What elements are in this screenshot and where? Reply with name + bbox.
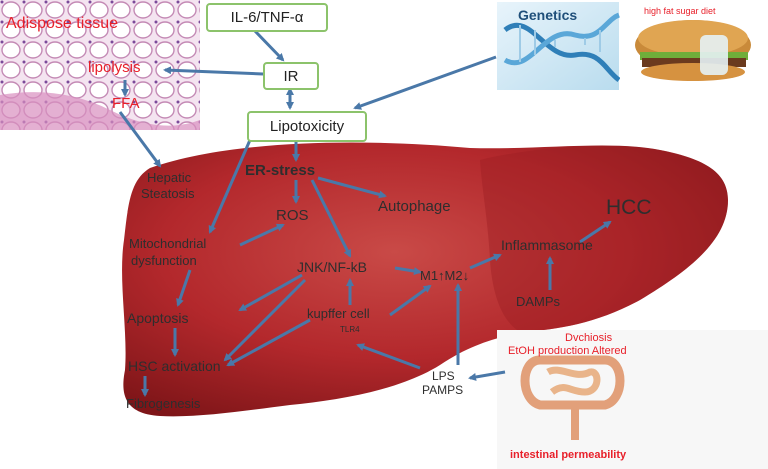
- arrow-er-jnk: [310, 179, 352, 258]
- arrow-kupffer-hsc: [226, 318, 311, 367]
- steatosis-label: Steatosis: [141, 186, 195, 201]
- ir-box: IR: [263, 62, 319, 90]
- intestinal-permeability-label: intestinal permeability: [510, 449, 627, 461]
- arrow-mito-ros: [239, 223, 285, 247]
- burger-image: [620, 2, 766, 90]
- hepatic-label: Hepatic: [147, 170, 192, 185]
- adipose-tissue-label: Adispose tissue: [6, 15, 119, 32]
- intestine-image: [497, 330, 768, 469]
- tlr4-label: TLR4: [340, 325, 360, 334]
- ros-label: ROS: [276, 207, 309, 224]
- arrow-jnk-m1m2: [394, 266, 422, 276]
- m1m2-label: M1↑M2↓: [420, 268, 470, 283]
- lps-label: LPS: [432, 369, 455, 383]
- autophage-label: Autophage: [378, 198, 451, 215]
- dysbiosis-label: Dvchiosis: [565, 332, 613, 344]
- genetics-label: Genetics: [518, 7, 578, 23]
- ir-label: IR: [283, 67, 299, 85]
- arrow-genetics-lipotoxicity: [353, 55, 497, 110]
- arrow-m1m2-inflammasome: [469, 253, 502, 270]
- hsc-activation-label: HSC activation: [128, 358, 221, 374]
- lipotoxicity-box: Lipotoxicity: [247, 111, 367, 142]
- arrow-lps-tlr4: [356, 343, 421, 370]
- arrows: [118, 29, 612, 397]
- arrow-kupffer-m1m2: [389, 284, 432, 317]
- arrow-er-autophage: [317, 176, 387, 199]
- hfd-label: high fat sugar diet: [644, 6, 716, 16]
- arrow-inflammasome-hcc: [579, 220, 612, 244]
- kupffer-cell-label: kupffer cell: [307, 306, 370, 321]
- hcc-label: HCC: [606, 196, 652, 219]
- arrow-ffa-hepatic: [118, 111, 162, 168]
- arrow-mito-apoptosis: [176, 269, 192, 307]
- genetics-image: [497, 2, 621, 90]
- jnk-nfkb-label: JNK/NF-kB: [297, 259, 367, 275]
- dysfunction-label: dysfunction: [131, 253, 197, 268]
- etoh-production-label: EtOH production Altered: [508, 345, 627, 357]
- adipose-tissue-image: [0, 0, 200, 130]
- arrow-jnk-apoptosis: [238, 273, 303, 312]
- arrow-ir-lipolysis: [163, 66, 264, 76]
- inflammasome-label: Inflammasome: [501, 237, 593, 253]
- er-stress-label: ER-stress: [245, 162, 316, 179]
- lipolysis-label: lipolysis: [88, 59, 141, 76]
- arrow-intestine-lps: [468, 370, 506, 381]
- damps-label: DAMPs: [516, 294, 561, 309]
- arrow-jnk-hsc: [223, 278, 307, 362]
- il6-tnf-label: IL-6/TNF-α: [230, 9, 304, 26]
- apoptosis-label: Apoptosis: [127, 310, 189, 326]
- il6-tnf-box: IL-6/TNF-α: [206, 3, 328, 32]
- pamps-label: PAMPS: [422, 383, 464, 397]
- liver-illustration: [122, 142, 729, 417]
- ffa-label: FFA: [112, 95, 140, 112]
- arrow-lipotox-mito: [208, 139, 252, 234]
- mitochondrial-label: Mitochondrial: [129, 236, 207, 251]
- arrow-il6-ir: [253, 29, 285, 62]
- fibrogenesis-label: Fibrogenesis: [126, 396, 201, 411]
- lipotoxicity-label: Lipotoxicity: [269, 118, 345, 135]
